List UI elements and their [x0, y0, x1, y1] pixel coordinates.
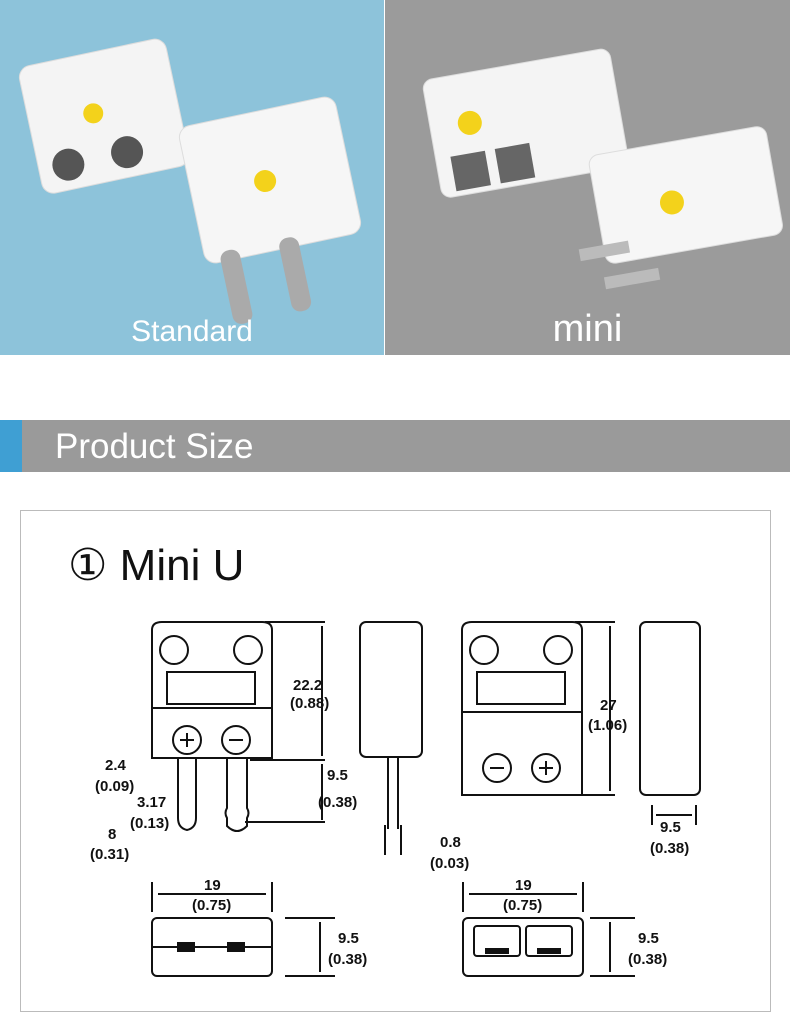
mini-connector-photo: mini	[385, 0, 790, 355]
banner-title: Product Size	[55, 427, 254, 466]
dim-pin-dia: 2.4	[105, 757, 127, 774]
dim-face-height-2: 9.5	[638, 930, 659, 947]
dim-face-width-2: 19	[515, 877, 532, 894]
dim-pin-thick-in: (0.03)	[430, 855, 469, 872]
plus-icon	[172, 725, 202, 755]
dim-pin-wide: 3.17	[137, 794, 166, 811]
male-plug-face	[151, 707, 273, 759]
dim-pin-spacing: 8	[108, 826, 116, 843]
dim-female-height-in: (1.06)	[588, 717, 627, 734]
standard-connectors-illustration	[18, 38, 362, 324]
dim-face-height-2-in: (0.38)	[628, 951, 667, 968]
mini-connectors-illustration	[422, 48, 783, 290]
dim-side-width-in: (0.38)	[650, 840, 689, 857]
mini-label: mini	[552, 308, 623, 350]
dim-face-height: 9.5	[338, 930, 359, 947]
dim-pin-len-in: (0.38)	[318, 794, 357, 811]
dim-pin-thick: 0.8	[440, 834, 461, 851]
section-title: ① Mini U	[68, 541, 245, 590]
standard-connector-photo: Standard	[0, 0, 384, 355]
banner-accent	[0, 420, 22, 472]
dim-pin-wide-in: (0.13)	[130, 815, 169, 832]
dim-height-top-in: (0.88)	[290, 695, 329, 712]
minus-icon	[221, 725, 251, 755]
dim-height-top: 22.2	[293, 677, 322, 694]
dim-female-height: 27	[600, 697, 617, 714]
dim-side-width: 9.5	[660, 819, 681, 836]
dim-pin-dia-in: (0.09)	[95, 778, 134, 795]
dim-pin-len: 9.5	[327, 767, 348, 784]
dim-pin-spacing-in: (0.31)	[90, 846, 129, 863]
dim-face-width-2-in: (0.75)	[503, 897, 542, 914]
product-size-banner: Product Size	[0, 420, 790, 472]
standard-label: Standard	[131, 315, 253, 348]
dimension-drawing: 22.2 (0.88) 9.5 (0.38) 2.4 (0.09) 3.17 (…	[90, 621, 701, 977]
dim-face-width: 19	[204, 877, 221, 894]
male-plug-body	[151, 621, 273, 709]
dim-face-height-in: (0.38)	[328, 951, 367, 968]
dim-face-width-in: (0.75)	[192, 897, 231, 914]
